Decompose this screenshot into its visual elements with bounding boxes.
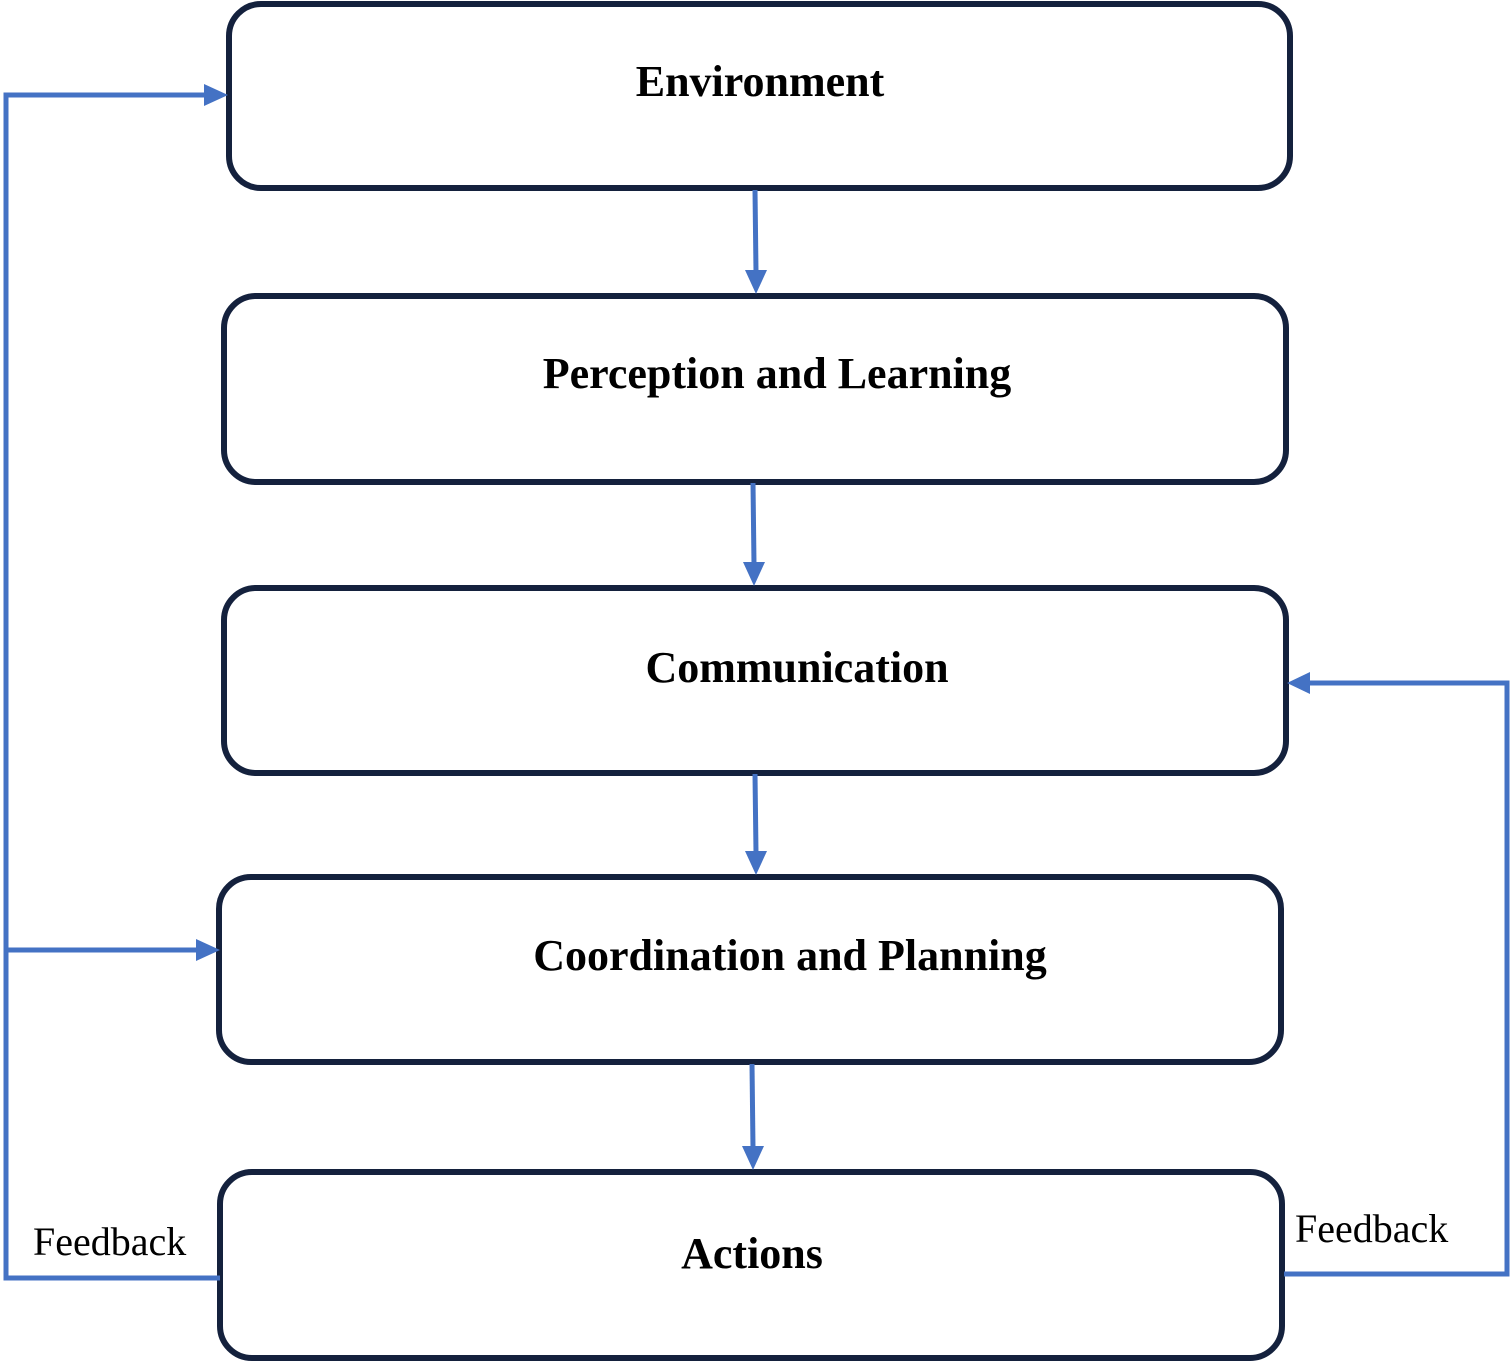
box-environment: Environment	[226, 1, 1293, 191]
feedback-label-right: Feedback	[1295, 1206, 1448, 1251]
box-coordination-and-planning: Coordination and Planning	[216, 874, 1284, 1065]
feedback-loop-left	[3, 84, 228, 1281]
arrow-communication-to-coordination	[745, 773, 767, 875]
box-communication-label: Communication	[645, 643, 948, 692]
feedback-label-left: Feedback	[33, 1219, 186, 1264]
arrow-environment-to-perception	[745, 189, 767, 294]
box-actions-label: Actions	[681, 1229, 823, 1278]
box-perception-label: Perception and Learning	[543, 349, 1012, 398]
arrow-perception-to-communication	[743, 482, 765, 586]
box-environment-label: Environment	[636, 57, 885, 106]
box-coordination-label: Coordination and Planning	[533, 931, 1047, 980]
box-communication: Communication	[221, 585, 1289, 776]
box-actions: Actions	[217, 1169, 1285, 1361]
feedback-loop-right	[1284, 672, 1510, 1277]
box-perception-and-learning: Perception and Learning	[221, 293, 1289, 485]
arrow-coordination-to-actions	[742, 1063, 764, 1170]
